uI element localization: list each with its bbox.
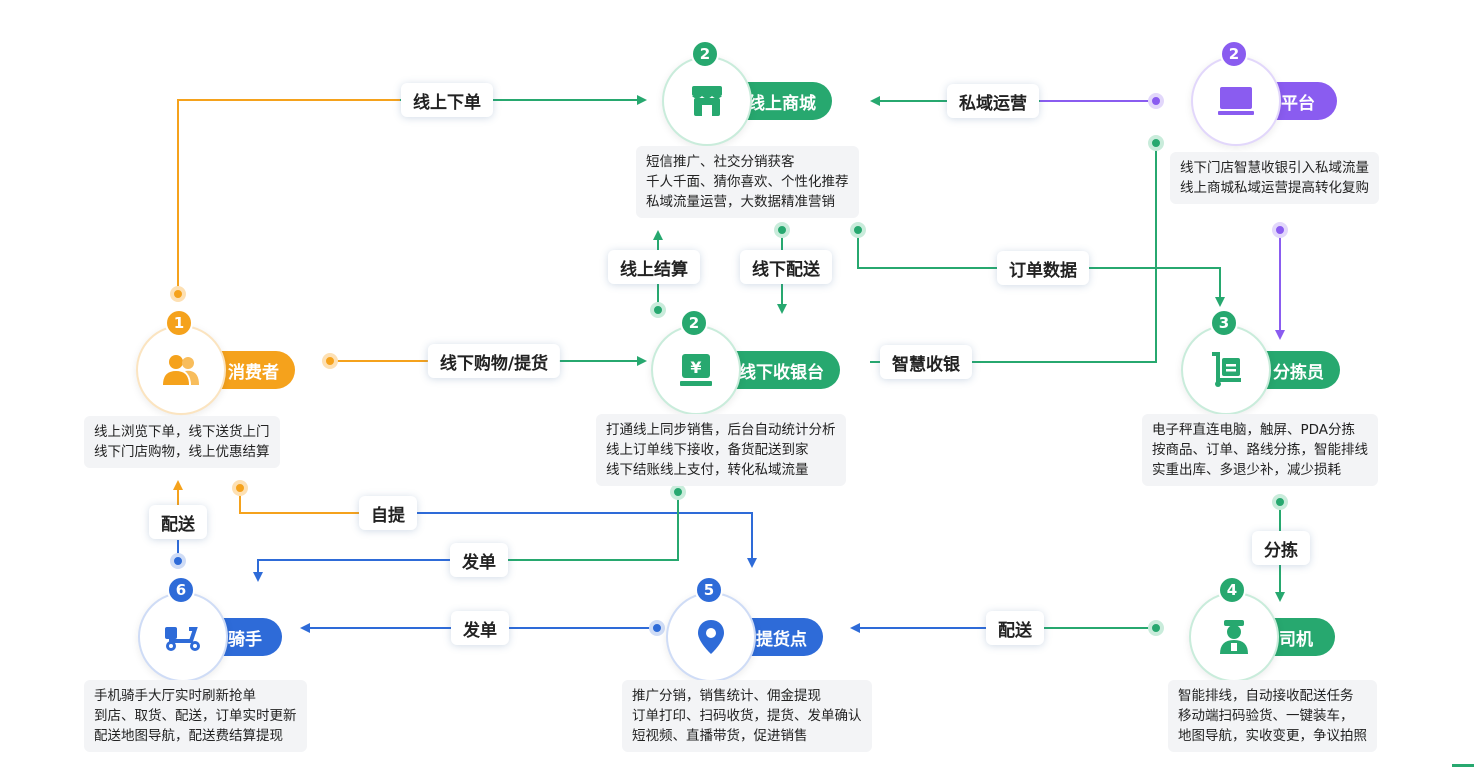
edge-platform-sorter <box>1272 222 1288 340</box>
edge-smart-pos <box>870 135 1164 363</box>
edge-delivery-up <box>170 480 186 569</box>
driver-desc-line: 移动端扫码验货、一键装车， <box>1178 708 1354 724</box>
online-mall-circle <box>662 56 752 146</box>
driver-desc: 智能排线，自动接收配送任务 移动端扫码验货、一键装车， 地图导航，实收变更，争议… <box>1168 680 1377 752</box>
pickup-desc: 推广分销，销售统计、佣金提现 订单打印、扫码收货，提货、发单确认 短视频、直播带… <box>622 680 872 752</box>
driver-icon <box>1220 620 1248 654</box>
pickup-desc-line: 推广分销，销售统计、佣金提现 <box>632 688 821 704</box>
storefront-icon <box>692 86 722 116</box>
label-smart-pos: 智慧收银 <box>880 345 972 379</box>
svg-text:¥: ¥ <box>690 358 701 377</box>
edge-online-settle <box>650 230 666 318</box>
label-delivery-driver: 配送 <box>986 611 1044 645</box>
edge-online-order <box>170 95 647 302</box>
offline-pos-desc-line: 打通线上同步销售，后台自动统计分析 <box>606 422 836 438</box>
platform-circle <box>1191 56 1281 146</box>
label-private-ops: 私域运营 <box>947 84 1039 118</box>
rider-desc-line: 手机骑手大厅实时刷新抢单 <box>94 688 256 704</box>
label-order-data: 订单数据 <box>997 251 1089 285</box>
sorter-circle <box>1181 325 1271 415</box>
online-mall-badge: 2 <box>691 40 719 68</box>
pickup-desc-line: 短视频、直播带货，促进销售 <box>632 728 808 744</box>
pickup-badge: 5 <box>695 576 723 604</box>
edge-dispatch-rider <box>253 484 686 582</box>
offline-pos-desc-line: 线上订单线下接收，备货配送到家 <box>606 442 809 458</box>
sorter-desc-line: 电子秤直连电脑，触屏、PDA分拣 <box>1152 422 1356 438</box>
label-dispatch-rider: 发单 <box>450 543 508 577</box>
offline-pos-badge: 2 <box>680 309 708 337</box>
monitor-icon <box>1218 87 1254 115</box>
consumer-badge: 1 <box>165 309 193 337</box>
label-delivery-up: 配送 <box>149 505 207 539</box>
cash-register-icon: ¥ <box>680 354 712 386</box>
users-icon <box>163 355 199 385</box>
driver-badge: 4 <box>1218 576 1246 604</box>
consumer-desc-line: 线上浏览下单，线下送货上门 <box>94 424 270 440</box>
offline-pos-circle: ¥ <box>651 325 741 415</box>
label-online-order: 线上下单 <box>401 83 493 117</box>
rider-badge: 6 <box>167 576 195 604</box>
offline-pos-desc: 打通线上同步销售，后台自动统计分析 线上订单线下接收，备货配送到家 线下结账线上… <box>596 414 846 486</box>
platform-desc-line: 线下门店智慧收银引入私域流量 <box>1180 160 1369 176</box>
sorter-desc-line: 实重出库、多退少补，减少损耗 <box>1152 462 1341 478</box>
sorter-badge: 3 <box>1210 309 1238 337</box>
location-pin-icon <box>698 620 724 654</box>
label-dispatch-pickup: 发单 <box>451 611 509 645</box>
corner-accent <box>1452 764 1474 767</box>
scooter-icon <box>165 627 200 651</box>
driver-desc-line: 地图导航，实收变更，争议拍照 <box>1178 728 1367 744</box>
label-offline-delivery: 线下配送 <box>740 250 832 284</box>
rider-circle <box>138 592 228 682</box>
driver-circle <box>1189 592 1279 682</box>
online-mall-desc: 短信推广、社交分销获客 千人千面、猜你喜欢、个性化推荐 私域流量运营，大数据精准… <box>636 146 859 218</box>
sorter-desc: 电子秤直连电脑，触屏、PDA分拣 按商品、订单、路线分拣，智能排线 实重出库、多… <box>1142 414 1378 486</box>
label-sorting: 分拣 <box>1252 531 1310 565</box>
platform-desc-line: 线上商城私域运营提高转化复购 <box>1180 180 1369 196</box>
offline-pos-desc-line: 线下结账线上支付，转化私域流量 <box>606 462 809 478</box>
platform-badge: 2 <box>1220 40 1248 68</box>
driver-desc-line: 智能排线，自动接收配送任务 <box>1178 688 1354 704</box>
online-mall-desc-line: 千人千面、猜你喜欢、个性化推荐 <box>646 174 849 190</box>
pickup-desc-line: 订单打印、扫码收货，提货、发单确认 <box>632 708 862 724</box>
rider-desc: 手机骑手大厅实时刷新抢单 到店、取货、配送，订单实时更新 配送地图导航，配送费结… <box>84 680 307 752</box>
edge-self-pickup <box>232 480 757 568</box>
trolley-icon <box>1212 352 1241 387</box>
consumer-desc-line: 线下门店购物，线上优惠结算 <box>94 444 270 460</box>
label-offline-shopping: 线下购物/提货 <box>427 344 561 378</box>
rider-desc-line: 到店、取货、配送，订单实时更新 <box>94 708 297 724</box>
consumer-desc: 线上浏览下单，线下送货上门 线下门店购物，线上优惠结算 <box>84 416 280 468</box>
platform-desc: 线下门店智慧收银引入私域流量 线上商城私域运营提高转化复购 <box>1170 152 1379 204</box>
rider-desc-line: 配送地图导航，配送费结算提现 <box>94 728 283 744</box>
label-online-settle: 线上结算 <box>608 250 700 284</box>
label-self-pickup: 自提 <box>359 496 417 530</box>
consumer-circle <box>136 325 226 415</box>
online-mall-desc-line: 短信推广、社交分销获客 <box>646 154 795 170</box>
online-mall-desc-line: 私域流量运营，大数据精准营销 <box>646 194 835 210</box>
pickup-circle <box>666 592 756 682</box>
sorter-desc-line: 按商品、订单、路线分拣，智能排线 <box>1152 442 1368 458</box>
